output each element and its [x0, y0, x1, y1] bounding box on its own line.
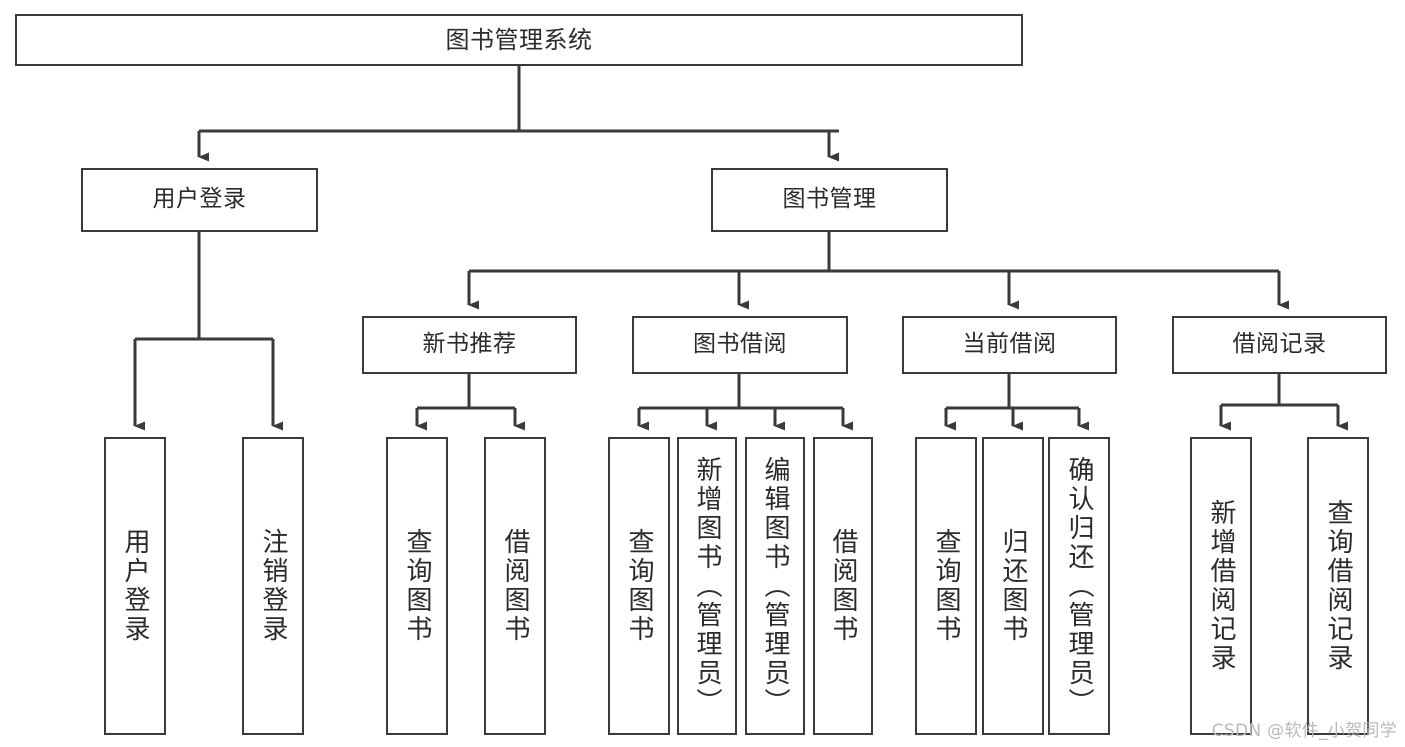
leaf-edit-book[interactable]: 编辑图书（管理员） [745, 437, 805, 735]
leaf-add-borrow-record-label: 新增借阅记录 [1206, 499, 1236, 673]
leaf-query-borrow-record[interactable]: 查询借阅记录 [1307, 437, 1369, 735]
leaf-borrow-book-recommend[interactable]: 借阅图书 [484, 437, 546, 735]
leaf-return-book-label: 归还图书 [998, 528, 1028, 644]
leaf-query-book-recommend-label: 查询图书 [402, 528, 432, 644]
leaf-query-book-borrow[interactable]: 查询图书 [608, 437, 670, 735]
leaf-user-login-label: 用户登录 [120, 528, 150, 644]
leaf-user-login[interactable]: 用户登录 [104, 437, 166, 735]
node-book-borrow-label: 图书借阅 [693, 331, 787, 358]
leaf-return-book[interactable]: 归还图书 [982, 437, 1044, 735]
node-current-borrow[interactable]: 当前借阅 [902, 316, 1117, 374]
leaf-borrow-book[interactable]: 借阅图书 [813, 437, 873, 735]
leaf-confirm-return-label: 确认归还（管理员） [1064, 455, 1094, 717]
leaf-add-borrow-record[interactable]: 新增借阅记录 [1190, 437, 1252, 735]
node-new-book-recommend-label: 新书推荐 [422, 331, 517, 358]
node-borrow-records-label: 借阅记录 [1232, 331, 1327, 358]
leaf-logout-label: 注销登录 [258, 528, 288, 644]
leaf-confirm-return[interactable]: 确认归还（管理员） [1048, 437, 1110, 735]
node-borrow-records[interactable]: 借阅记录 [1172, 316, 1387, 374]
node-book-borrow[interactable]: 图书借阅 [632, 316, 848, 374]
leaf-query-book-current[interactable]: 查询图书 [915, 437, 977, 735]
leaf-query-book-current-label: 查询图书 [931, 528, 961, 644]
node-root[interactable]: 图书管理系统 [15, 14, 1023, 66]
node-root-label: 图书管理系统 [445, 25, 593, 54]
node-new-book-recommend[interactable]: 新书推荐 [362, 316, 577, 374]
leaf-query-book-recommend[interactable]: 查询图书 [386, 437, 448, 735]
node-book-management-label: 图书管理 [782, 186, 877, 213]
node-book-management[interactable]: 图书管理 [711, 168, 948, 232]
leaf-borrow-book-label: 借阅图书 [828, 528, 858, 644]
leaf-query-book-borrow-label: 查询图书 [624, 528, 654, 644]
node-user-login[interactable]: 用户登录 [81, 168, 318, 232]
leaf-query-borrow-record-label: 查询借阅记录 [1323, 499, 1353, 673]
leaf-borrow-book-recommend-label: 借阅图书 [500, 528, 530, 644]
node-current-borrow-label: 当前借阅 [962, 331, 1057, 358]
node-user-login-label: 用户登录 [152, 186, 247, 213]
watermark-text: CSDN @软件_小贺同学 [1211, 721, 1397, 741]
leaf-logout[interactable]: 注销登录 [242, 437, 304, 735]
leaf-edit-book-label: 编辑图书（管理员） [760, 455, 790, 717]
leaf-add-book[interactable]: 新增图书（管理员） [677, 437, 737, 735]
leaf-add-book-label: 新增图书（管理员） [692, 455, 722, 717]
